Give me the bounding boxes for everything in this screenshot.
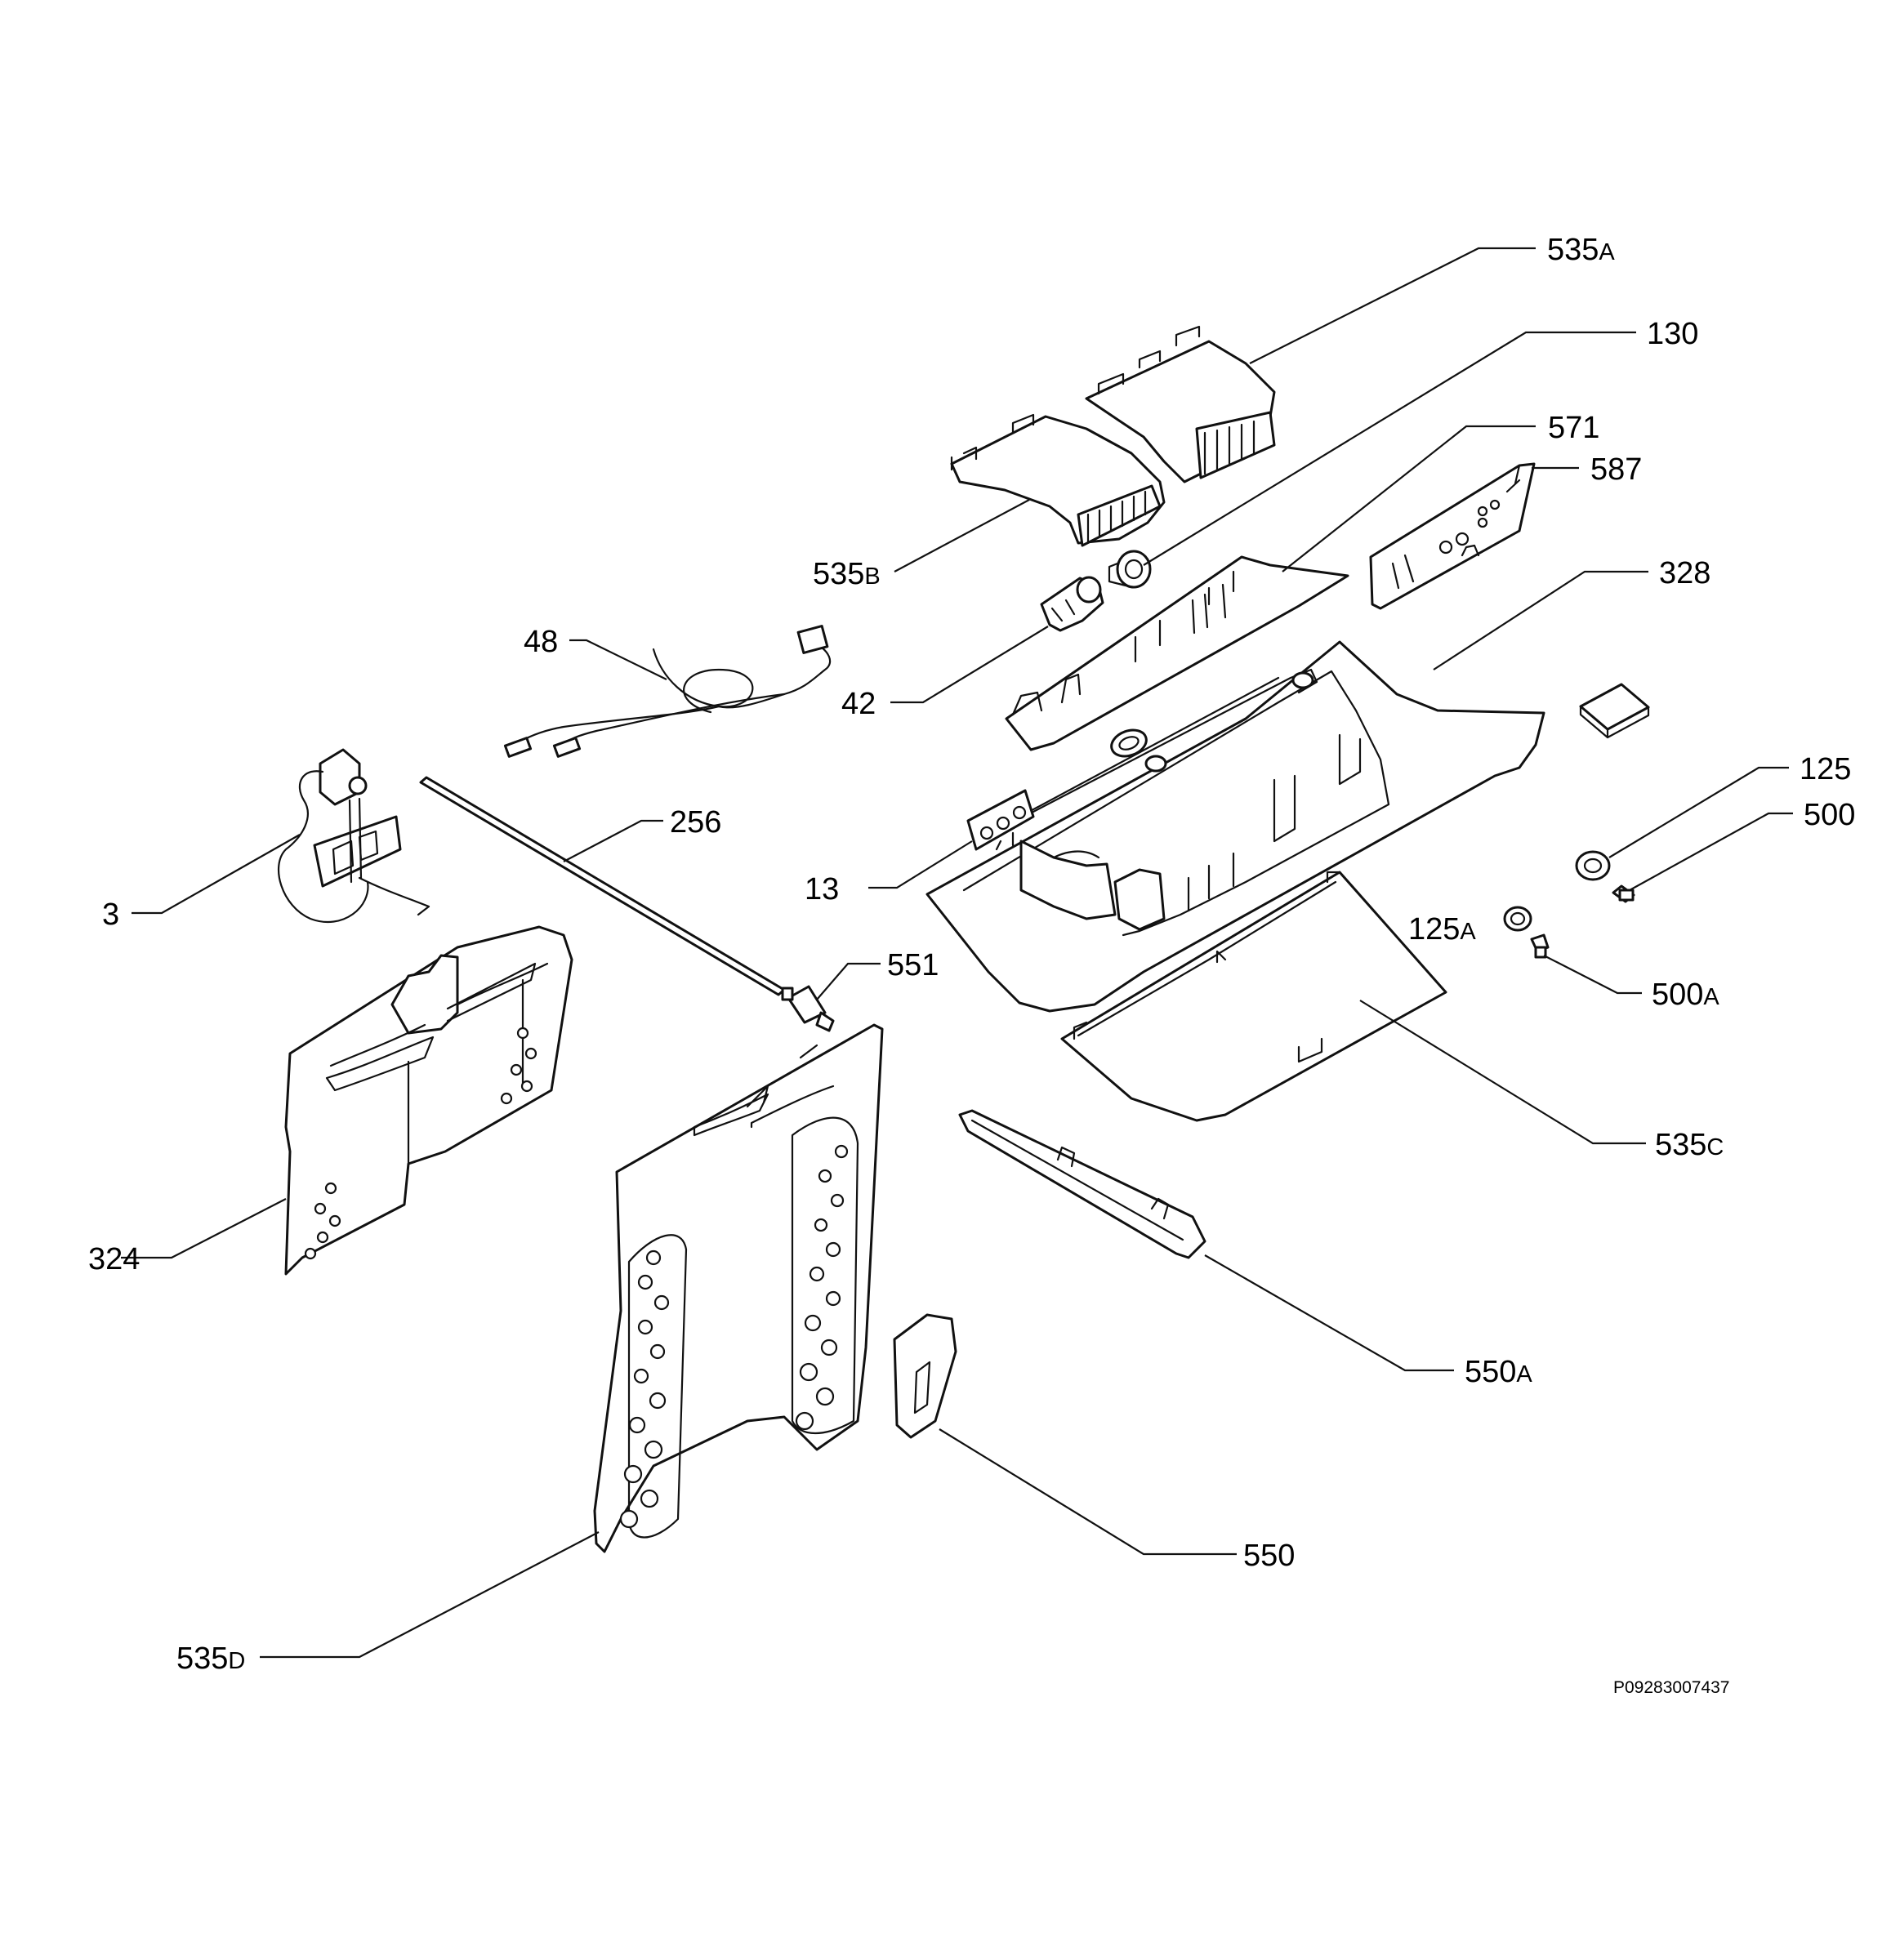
leader-256 <box>563 819 663 862</box>
part-550a-slider <box>958 1109 1206 1259</box>
callout-571: 571 <box>1548 411 1599 445</box>
callout-535c: 535C <box>1655 1128 1724 1162</box>
leader-324 <box>121 1198 287 1259</box>
part-seal-ring <box>1110 728 1148 758</box>
callout-500: 500 <box>1804 798 1855 832</box>
part-550-cover <box>893 1313 957 1439</box>
leader-550 <box>939 1428 1237 1556</box>
leader-500a <box>1543 955 1642 995</box>
callout-48: 48 <box>524 625 558 659</box>
callout-256: 256 <box>670 805 721 840</box>
callout-125a: 125A <box>1408 912 1476 947</box>
callout-587: 587 <box>1590 452 1642 487</box>
leader-13 <box>868 840 973 889</box>
leader-535a <box>1249 247 1536 364</box>
leader-550a <box>1204 1254 1454 1372</box>
callout-535d: 535D <box>176 1642 245 1676</box>
part-130-bush <box>1108 550 1152 589</box>
leader-571 <box>1282 425 1536 572</box>
part-571-strip <box>1005 555 1349 751</box>
part-535b-flap <box>950 413 1166 547</box>
callout-42: 42 <box>841 687 876 721</box>
part-535a-flap <box>1085 325 1276 483</box>
part-3-motor <box>278 748 430 924</box>
callout-328: 328 <box>1659 556 1710 590</box>
leader-lines <box>121 247 1793 1659</box>
part-324-panel <box>284 925 573 1276</box>
part-125-washer <box>1575 850 1611 881</box>
leader-42 <box>890 626 1049 704</box>
part-328-dispenser-tray <box>925 640 1545 1013</box>
callout-535b: 535B <box>813 557 881 591</box>
leader-535d <box>260 1531 600 1659</box>
part-13-switch <box>966 789 1035 851</box>
leader-3 <box>132 834 301 915</box>
part-42-valve <box>1040 576 1104 632</box>
callout-551: 551 <box>887 948 939 982</box>
leader-125 <box>1608 766 1789 858</box>
callout-130: 130 <box>1647 317 1698 351</box>
callout-labels: 535A 130 571 587 535B 328 48 42 125 500 … <box>88 233 1855 1676</box>
callout-125: 125 <box>1800 752 1851 786</box>
diagram-code: P09283007437 <box>1613 1678 1729 1697</box>
part-535c-lid <box>1060 871 1447 1122</box>
callout-500a: 500A <box>1652 978 1719 1012</box>
leader-48 <box>569 639 667 680</box>
leader-535c <box>1359 1000 1646 1145</box>
callout-324: 324 <box>88 1242 140 1276</box>
leader-328 <box>1433 570 1648 670</box>
part-500a-screw <box>1530 933 1550 959</box>
callout-3: 3 <box>102 898 119 932</box>
leader-500 <box>1629 812 1793 891</box>
leader-130 <box>1143 331 1636 566</box>
part-125a-washer <box>1503 906 1532 932</box>
part-587-pcb <box>1369 462 1536 610</box>
part-48-cable <box>503 625 832 758</box>
leader-551 <box>816 962 881 1000</box>
part-535d-panel <box>593 1023 884 1553</box>
leader-535b <box>894 499 1030 572</box>
callout-550a: 550A <box>1465 1355 1532 1389</box>
callout-550: 550 <box>1243 1539 1295 1573</box>
callout-535a: 535A <box>1547 233 1615 267</box>
part-500-screw <box>1612 884 1635 903</box>
callout-13: 13 <box>805 872 839 906</box>
part-cover-plate <box>1579 683 1650 739</box>
part-551-connector <box>781 985 835 1032</box>
